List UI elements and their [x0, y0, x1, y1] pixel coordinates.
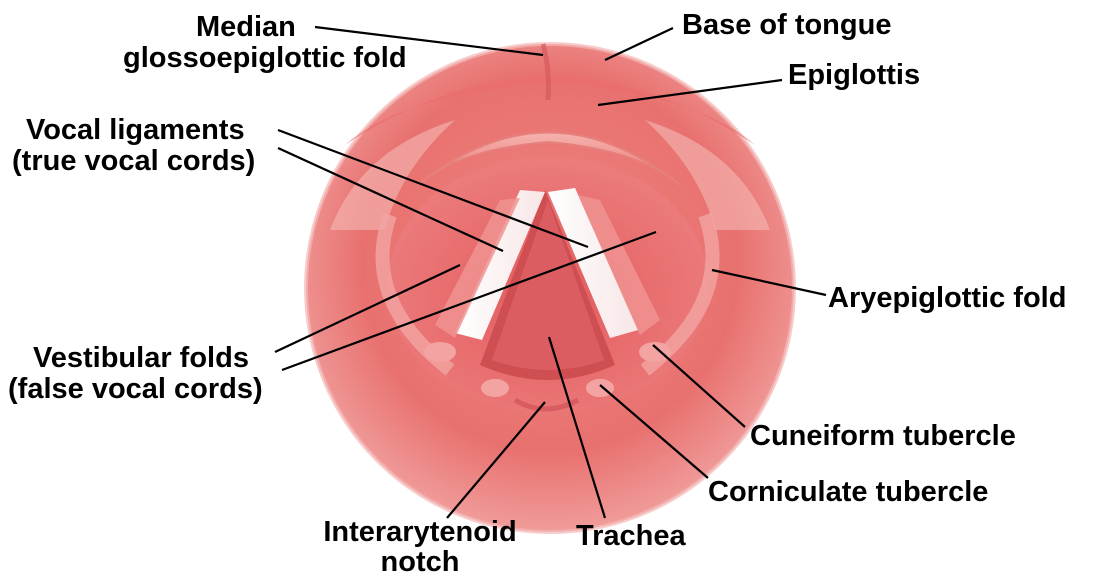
label-base-of-tongue: Base of tongue — [682, 10, 891, 41]
cuneiform-tubercle-shape — [639, 342, 671, 362]
label-false-vocal-cords: (false vocal cords) — [8, 374, 263, 405]
label-vocal-ligaments: Vocal ligaments — [26, 115, 245, 146]
left-cuneiform-shape — [424, 342, 456, 362]
label-cuneiform-tubercle: Cuneiform tubercle — [750, 421, 1016, 452]
label-notch: notch — [305, 547, 535, 578]
label-epiglottis: Epiglottis — [788, 60, 920, 91]
left-corniculate-shape — [481, 379, 509, 397]
leader-base-of-tongue — [605, 28, 673, 60]
label-glossoepiglottic-fold: glossoepiglottic fold — [123, 43, 407, 74]
label-median: Median — [196, 12, 296, 43]
label-corniculate-tubercle: Corniculate tubercle — [708, 477, 988, 508]
label-vestibular-folds: Vestibular folds — [33, 343, 249, 374]
label-interarytenoid: Interarytenoid — [305, 517, 535, 548]
label-aryepiglottic-fold: Aryepiglottic fold — [828, 283, 1066, 314]
label-trachea: Trachea — [576, 521, 686, 552]
label-true-vocal-cords: (true vocal cords) — [12, 146, 255, 177]
